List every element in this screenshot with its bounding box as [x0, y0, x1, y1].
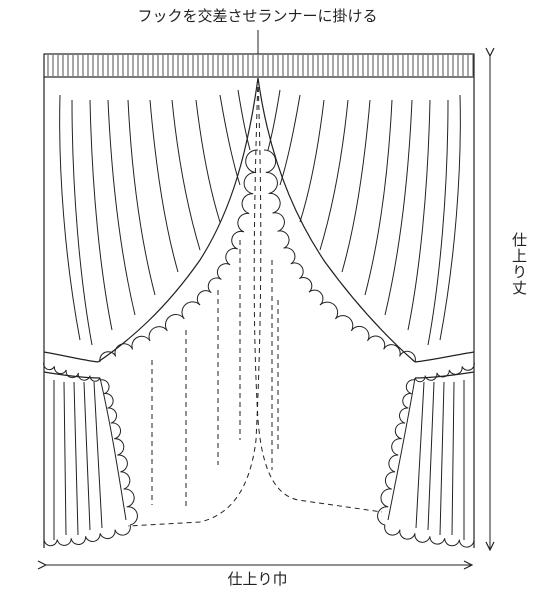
- right-curtain-folds: [267, 89, 461, 346]
- height-label: 仕上り丈: [510, 232, 528, 296]
- curtain-header: [43, 53, 475, 78]
- right-curtain-panel: [257, 77, 475, 548]
- left-curtain-folds: [59, 89, 251, 346]
- hook-instruction-label: フックを交差させランナーに掛ける: [137, 7, 378, 25]
- scalloped-trim: [43, 149, 475, 548]
- right-tieback-folds: [387, 377, 465, 540]
- left-tieback-folds: [53, 377, 127, 540]
- width-label: 仕上り巾: [227, 570, 288, 588]
- back-panel-dashed: [127, 77, 383, 527]
